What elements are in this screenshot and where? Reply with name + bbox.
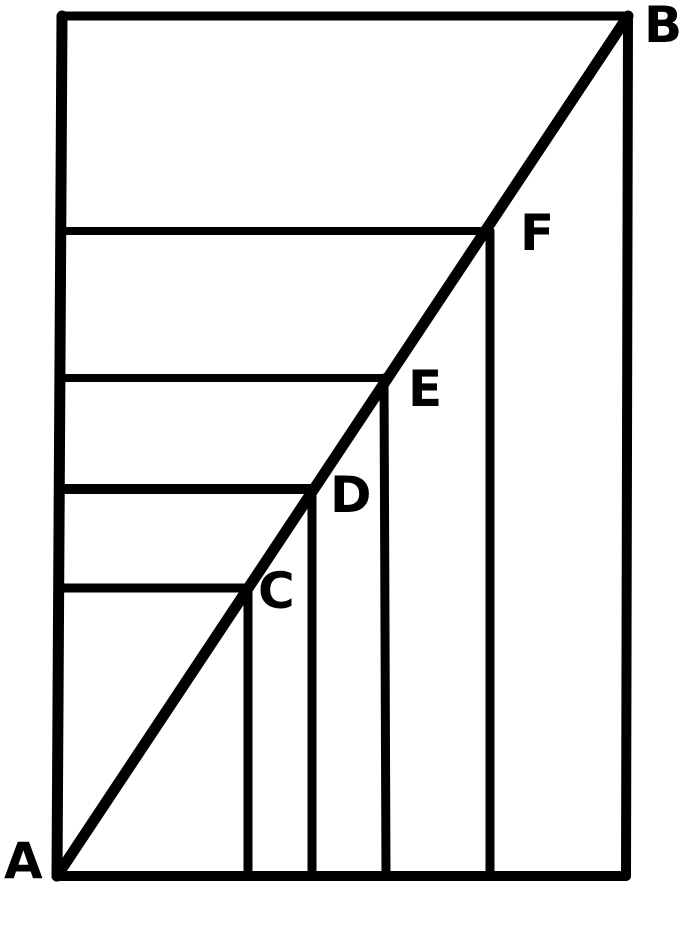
point-label-a: A: [4, 832, 43, 890]
point-label-b: B: [644, 0, 682, 54]
diagonal-line-ab: [51, 10, 634, 882]
point-label-e: E: [408, 360, 442, 418]
point-label-f: F: [520, 204, 554, 262]
point-label-c: C: [258, 562, 295, 620]
point-label-d: D: [330, 466, 372, 524]
outer-right-edge: [621, 11, 633, 881]
vertical-line-e: [379, 373, 391, 881]
outer-left-edge: [51, 10, 68, 882]
